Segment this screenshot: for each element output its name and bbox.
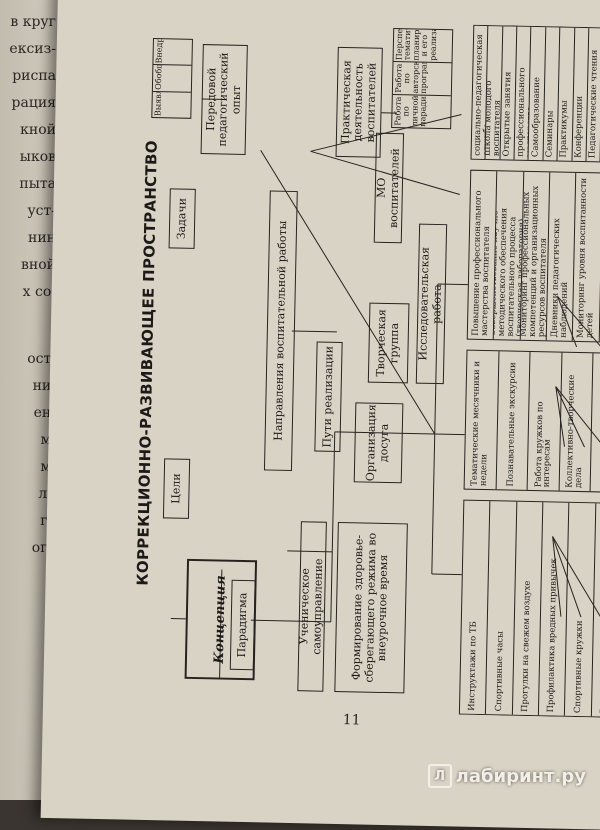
leisure-list-item: Познавательные экскурсии xyxy=(496,351,530,490)
ped-experience-item: Выявление xyxy=(152,91,191,118)
practice-item: Перспективно-тематическое планирование и… xyxy=(394,29,453,62)
mo-list-item: Педагогические чтения xyxy=(586,28,600,161)
research-list-item: Повышение профессионального мастерства в… xyxy=(468,171,498,340)
paradigm-label: Парадигма xyxy=(236,593,250,658)
practice-box: Практическая деятельность воспитателей xyxy=(336,47,383,158)
paths-box: Пути реализации xyxy=(314,341,342,452)
margin-text-line: ыков xyxy=(20,149,56,165)
labirint-logo-icon: Л xyxy=(428,764,452,788)
directions-box: Направления воспитательной работы xyxy=(264,190,298,471)
practice-item: Работа по личной парадигме xyxy=(392,94,451,128)
health-regime-label: Формирование здоровье-сберегающего режим… xyxy=(350,526,391,689)
watermark-text: лабиринт.ру xyxy=(456,766,586,787)
self-government-box: Ученическое самоуправление xyxy=(297,521,327,692)
margin-text-line: уст- xyxy=(27,203,56,219)
ped-experience-label: Передовой педагогический опыт xyxy=(204,48,244,151)
page-number: 11 xyxy=(342,712,360,729)
margin-text-line: в круг xyxy=(10,14,56,30)
goals-label: Цели xyxy=(170,473,183,504)
research-box: Исследовательская работа xyxy=(416,224,447,385)
margin-text-line: кной xyxy=(20,122,56,138)
watermark: Л лабиринт.ру xyxy=(428,764,586,788)
practice-item: Работа по авторской программе xyxy=(393,61,452,95)
self-government-label: Ученическое самоуправление xyxy=(298,525,327,687)
paradigm-box: Парадигма xyxy=(230,580,256,670)
creative-group-label: Творческая группа xyxy=(375,307,402,380)
research-list-item: Дневники педагогических наблюдений xyxy=(547,172,577,341)
leisure-label: Организация досуга xyxy=(365,404,392,481)
research-list-item: Совершенствование научно-методического о… xyxy=(494,171,524,340)
goals-box: Цели xyxy=(163,458,190,519)
diagram-stage: КОРРЕКЦИОННО-РАЗВИВАЮЩЕЕ ПРОСТРАНСТВО Ко… xyxy=(129,18,600,718)
margin-text-line: риспа xyxy=(12,68,56,84)
creative-group-box: Творческая группа xyxy=(368,303,410,384)
research-list-item: Мониторинг профессиональных компетенций … xyxy=(520,172,550,341)
diagram: КОРРЕКЦИОННО-РАЗВИВАЮЩЕЕ ПРОСТРАНСТВО Ко… xyxy=(129,18,600,718)
ped-experience-item: Обобщение xyxy=(153,64,192,91)
margin-text-line: рация xyxy=(12,95,56,111)
leisure-box: Организация досуга xyxy=(354,402,404,483)
research-label: Исследовательская работа xyxy=(417,228,445,380)
health-regime-box: Формирование здоровье-сберегающего режим… xyxy=(334,522,408,693)
leisure-list-item: Тематические месячники и недели xyxy=(465,351,499,490)
tasks-box: Задачи xyxy=(169,188,196,249)
tasks-label: Задачи xyxy=(175,198,189,240)
ped-experience-box: Передовой педагогический опыт xyxy=(201,44,248,155)
directions-label: Направления воспитательной работы xyxy=(272,221,289,441)
leisure-list-item: Коллективно-творческие дела xyxy=(559,353,593,492)
practice-label: Практическая деятельность воспитателей xyxy=(339,51,379,154)
paths-label: Пути реализации xyxy=(321,346,336,448)
margin-text-line: пыта xyxy=(19,176,56,192)
research-list-item: Мониторинг уровня воспитанности детей xyxy=(573,173,600,342)
mo-list: Психологическая и социально-педагогическ… xyxy=(470,25,600,163)
leisure-list-item: Работа кружков по интересам xyxy=(528,352,562,491)
concept-label: Концепция xyxy=(212,575,229,664)
ped-experience-item: Внедрение xyxy=(153,39,192,65)
research-list: Повышение профессионального мастерства в… xyxy=(467,170,600,343)
book-page: КОРРЕКЦИОННО-РАЗВИВАЮЩЕЕ ПРОСТРАНСТВО Ко… xyxy=(41,0,600,830)
margin-text-line: ексиз- xyxy=(9,41,56,57)
margin-text-line: вной xyxy=(21,257,56,273)
